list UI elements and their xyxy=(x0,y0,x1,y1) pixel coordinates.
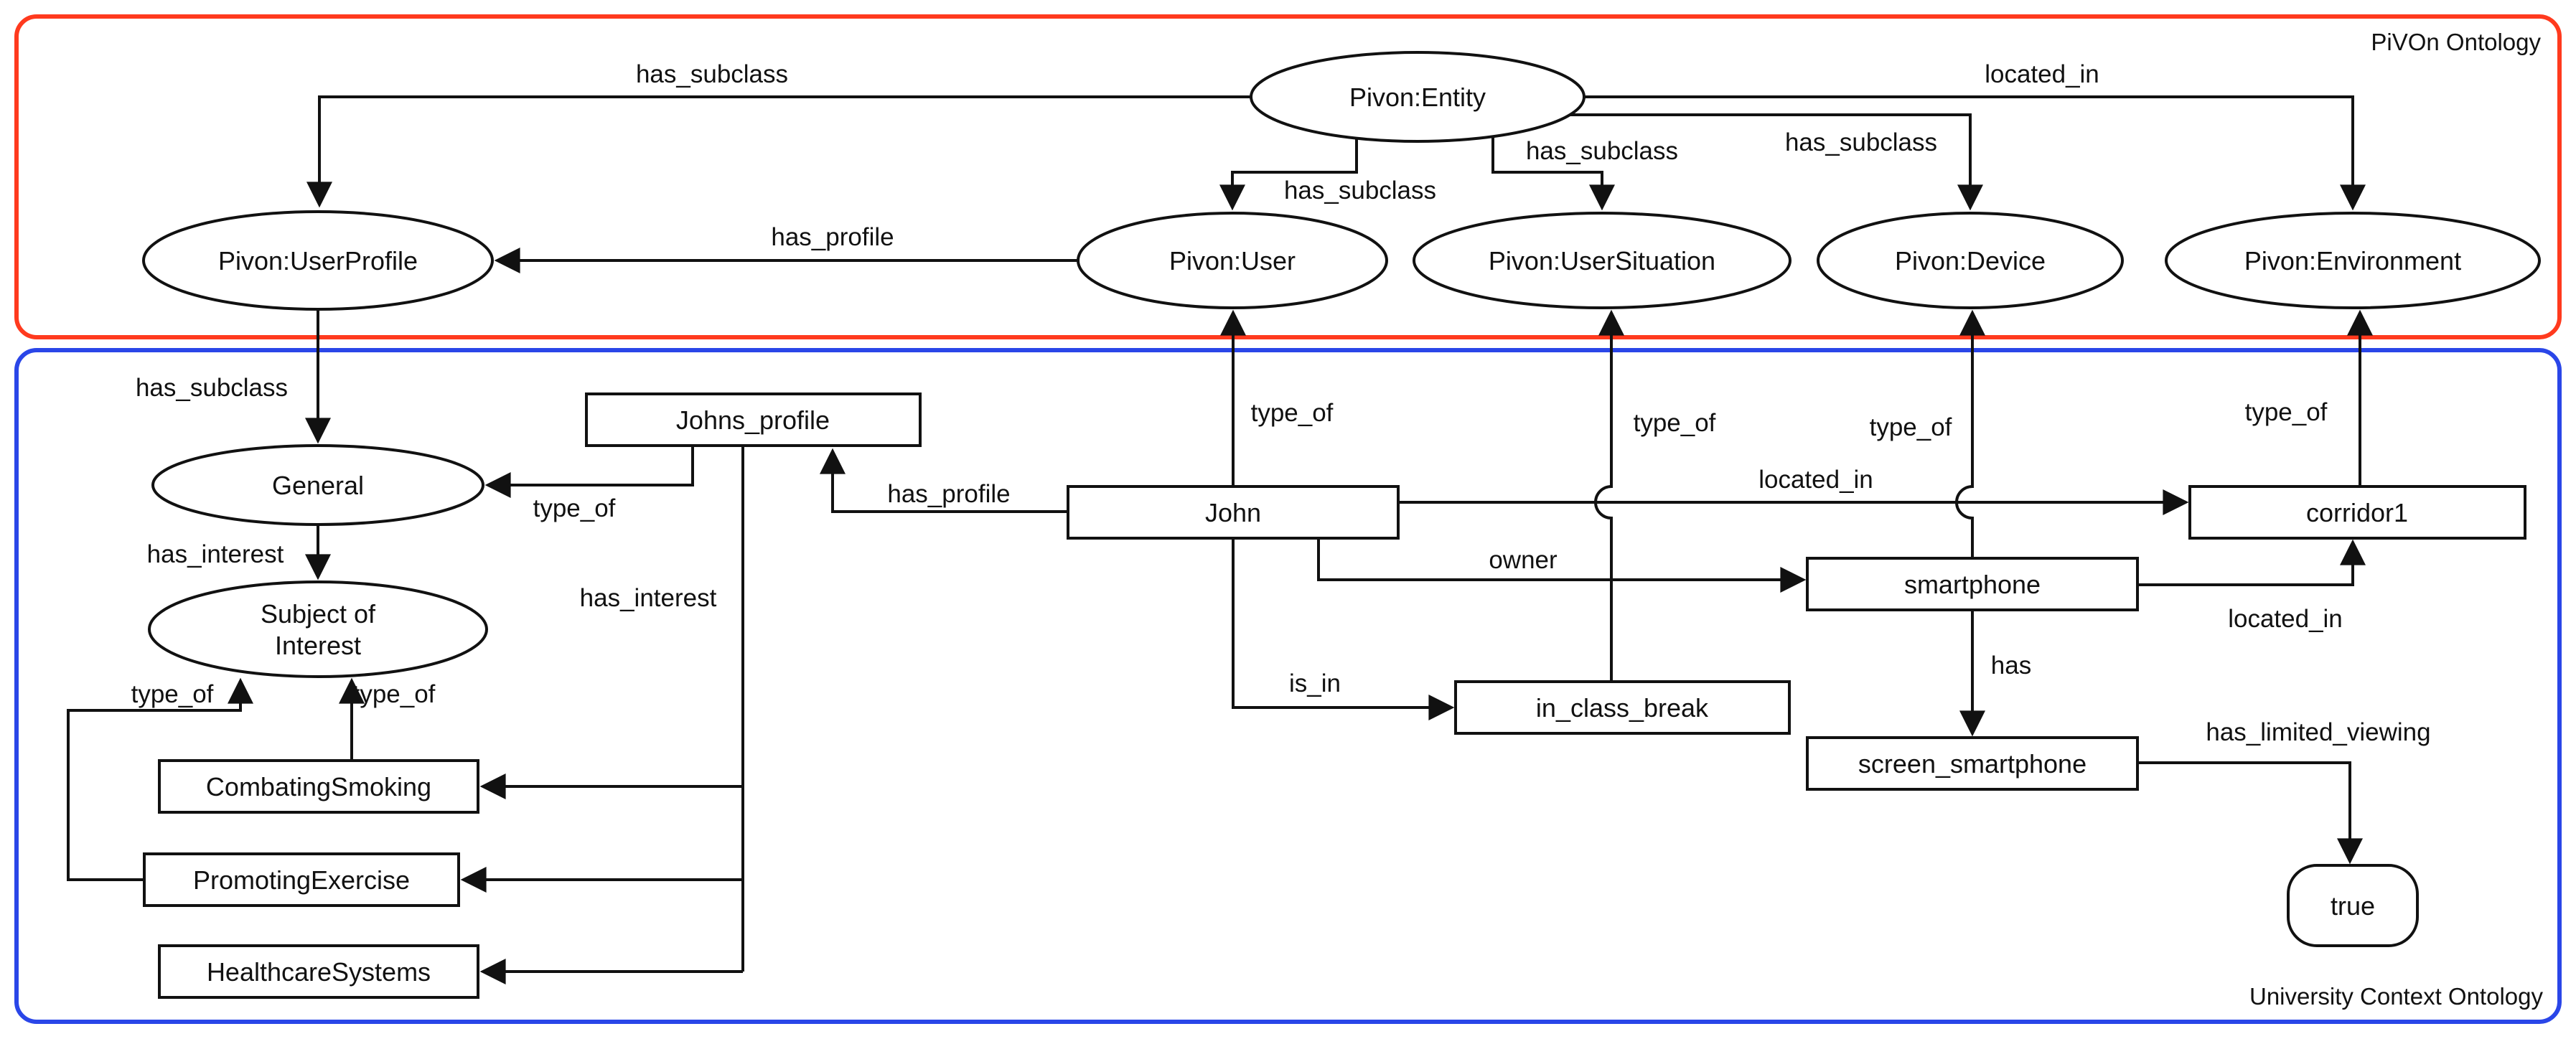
pivon-region-title: PiVOn Ontology xyxy=(2371,29,2541,55)
node-smartphone: smartphone xyxy=(1806,557,2139,611)
node-true-literal: true xyxy=(2287,864,2419,947)
node-user-profile-label: Pivon:UserProfile xyxy=(218,246,418,276)
node-user: Pivon:User xyxy=(1077,212,1388,309)
node-corridor1-label: corridor1 xyxy=(2306,498,2408,527)
edge-label-promoting-subject: type_of xyxy=(131,680,214,708)
node-promoting-exercise-label: PromotingExercise xyxy=(193,865,410,895)
node-corridor1: corridor1 xyxy=(2188,485,2526,540)
node-user-profile: Pivon:UserProfile xyxy=(142,210,494,311)
edge-label-corridor1-environment: type_of xyxy=(2245,398,2328,426)
edge-label-combating-subject: type_of xyxy=(353,680,436,708)
node-combating-smoking: CombatingSmoking xyxy=(158,759,479,814)
node-true-literal-label: true xyxy=(2331,891,2375,921)
edge-label-johnsprofile-interests: has_interest xyxy=(580,584,717,612)
node-in-class-break: in_class_break xyxy=(1454,680,1791,735)
node-user-label: Pivon:User xyxy=(1169,246,1296,276)
node-screen-smartphone-label: screen_smartphone xyxy=(1858,749,2086,779)
edge-entity-user xyxy=(1219,138,1358,211)
edge-label-smartphone-screen: has xyxy=(1991,652,2031,680)
node-johns-profile-label: Johns_profile xyxy=(676,405,830,435)
node-environment-label: Pivon:Environment xyxy=(2244,246,2461,276)
edge-john-inclassbreak xyxy=(1232,538,1455,720)
node-promoting-exercise: PromotingExercise xyxy=(143,852,460,907)
node-john-label: John xyxy=(1205,498,1261,527)
node-device: Pivon:Device xyxy=(1817,212,2124,309)
university-context-region xyxy=(14,348,2562,1024)
node-general: General xyxy=(151,444,484,526)
node-john: John xyxy=(1067,485,1400,540)
edge-label-entity-environment: located_in xyxy=(1985,60,2099,88)
edge-entity-environment xyxy=(1584,95,2366,211)
node-healthcare-systems: HealthcareSystems xyxy=(158,944,479,999)
node-user-situation-label: Pivon:UserSituation xyxy=(1489,246,1715,276)
edge-label-entity-user: has_subclass xyxy=(1284,177,1436,204)
node-johns-profile: Johns_profile xyxy=(585,392,922,447)
edge-label-entity-userprofile: has_subclass xyxy=(636,60,788,88)
edge-inclassbreak-usersituation xyxy=(1594,309,1624,682)
pivon-ontology-region xyxy=(14,14,2562,339)
edge-label-general-subject: has_interest xyxy=(147,540,284,568)
edge-smartphone-corridor1 xyxy=(2137,539,2366,586)
node-combating-smoking-label: CombatingSmoking xyxy=(206,772,431,801)
node-screen-smartphone: screen_smartphone xyxy=(1806,736,2139,791)
edge-label-smartphone-device: type_of xyxy=(1870,413,1952,441)
edge-label-smartphone-corridor1: located_in xyxy=(2228,605,2343,633)
node-subject-of-interest-label1: Subject of xyxy=(261,599,376,629)
edge-label-john-corridor1: located_in xyxy=(1758,466,1873,494)
edge-label-entity-device: has_subclass xyxy=(1785,128,1937,156)
edge-label-john-inclassbreak: is_in xyxy=(1289,669,1341,697)
node-subject-of-interest-label2: Interest xyxy=(275,631,361,660)
node-subject-of-interest: Subject of Interest xyxy=(148,580,488,678)
edge-screen-true xyxy=(2137,761,2363,865)
node-user-situation: Pivon:UserSituation xyxy=(1413,212,1792,309)
university-region-title: University Context Ontology xyxy=(2249,983,2544,1010)
edge-label-user-userprofile: has_profile xyxy=(771,223,894,251)
edge-label-userprofile-general: has_subclass xyxy=(136,374,288,402)
edge-john-johnsprofile xyxy=(820,448,1068,513)
edge-label-johnsprofile-general: type_of xyxy=(533,494,616,522)
edge-label-john-smartphone: owner xyxy=(1489,546,1558,574)
edge-label-john-johnsprofile: has_profile xyxy=(887,480,1010,508)
edge-label-john-user: type_of xyxy=(1251,399,1334,427)
node-entity: Pivon:Entity xyxy=(1250,51,1586,143)
node-general-label: General xyxy=(272,471,364,500)
edge-promoting-subject xyxy=(67,677,253,881)
node-device-label: Pivon:Device xyxy=(1895,246,2046,276)
edge-entity-device xyxy=(1570,113,1983,211)
node-environment: Pivon:Environment xyxy=(2165,212,2541,309)
node-entity-label: Pivon:Entity xyxy=(1349,83,1486,112)
edge-entity-userprofile xyxy=(306,95,1251,208)
edge-label-inclassbreak-usersituation: type_of xyxy=(1634,409,1716,437)
edge-label-screen-true: has_limited_viewing xyxy=(2206,718,2430,746)
edge-entity-usersituation xyxy=(1491,136,1615,211)
edge-john-smartphone xyxy=(1317,538,1807,593)
node-healthcare-systems-label: HealthcareSystems xyxy=(207,957,431,987)
edge-label-entity-usersituation: has_subclass xyxy=(1526,137,1678,165)
node-in-class-break-label: in_class_break xyxy=(1536,693,1709,723)
edge-johnsprofile-general xyxy=(484,446,694,498)
node-smartphone-label: smartphone xyxy=(1904,570,2041,599)
